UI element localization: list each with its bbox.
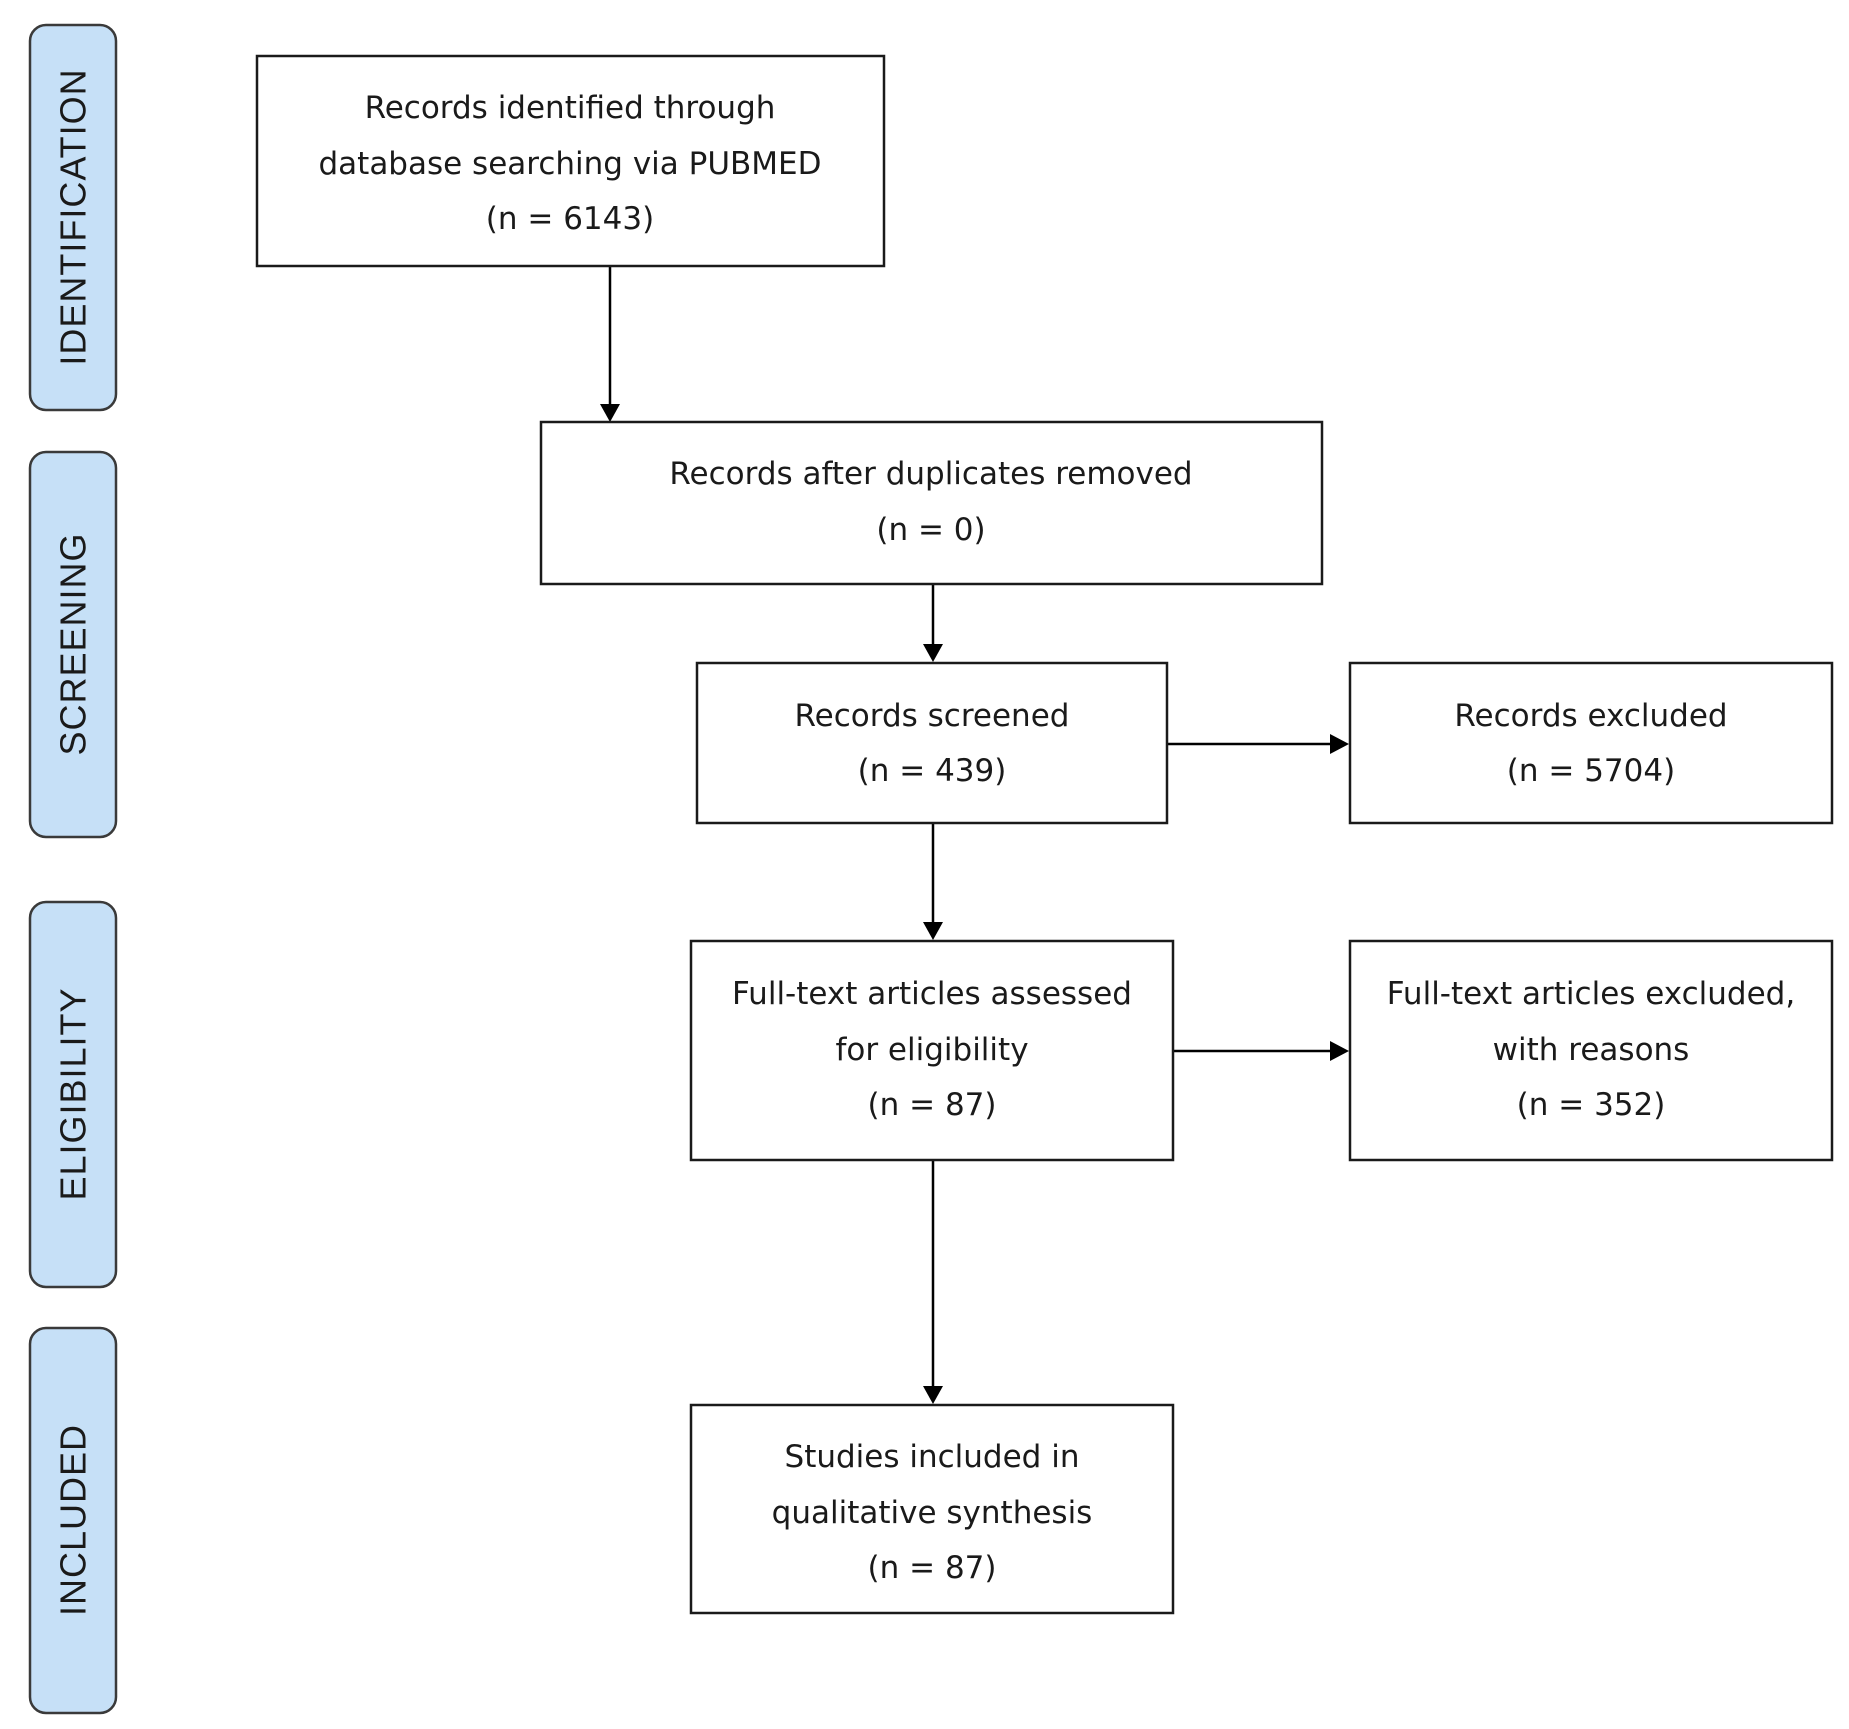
box-records-identified-frame [255, 54, 886, 268]
box-duplicates-removed: Records after duplicates removed (n = 0) [539, 420, 1324, 586]
stage-eligibility-label: ELIGIBILITY [53, 987, 94, 1200]
box-records-screened-frame [695, 661, 1169, 825]
box-records-screened-line1: Records screened [795, 698, 1070, 734]
stage-screening: SCREENING [28, 450, 118, 839]
box-records-identified: Records identified through database sear… [255, 54, 886, 268]
edges [600, 266, 1349, 1404]
stage-screening-tab [28, 450, 118, 839]
box-fulltext-excluded-line2: with reasons [1493, 1032, 1690, 1068]
stage-eligibility-tab [28, 900, 118, 1289]
box-studies-included: Studies included in qualitative synthesi… [689, 1403, 1175, 1615]
stage-included-label: INCLUDED [53, 1424, 94, 1616]
box-studies-included-frame [689, 1403, 1175, 1615]
box-duplicates-removed-count: (n = 0) [876, 512, 985, 548]
box-fulltext-excluded-line1: Full-text articles excluded, [1387, 976, 1795, 1012]
stage-identification: IDENTIFICATION [28, 23, 118, 412]
box-records-excluded-frame [1348, 661, 1834, 825]
box-records-identified-line1: Records identified through [365, 90, 776, 126]
box-records-excluded: Records excluded (n = 5704) [1348, 661, 1834, 825]
box-fulltext-excluded-frame [1348, 939, 1834, 1162]
arrowhead-screened-to-fulltext [923, 922, 943, 940]
box-records-screened: Records screened (n = 439) [695, 661, 1169, 825]
box-records-identified-line2: database searching via PUBMED [318, 146, 821, 182]
arrowhead-screened-to-excluded [1330, 734, 1349, 754]
stage-identification-tab [28, 23, 118, 412]
box-studies-included-line1: Studies included in [785, 1439, 1080, 1475]
arrowhead-fulltext-to-included [923, 1386, 943, 1404]
box-studies-included-count: (n = 87) [868, 1550, 997, 1586]
box-studies-included-line2: qualitative synthesis [772, 1495, 1093, 1531]
stage-included: INCLUDED [28, 1326, 118, 1715]
box-duplicates-removed-frame [539, 420, 1324, 586]
box-records-excluded-line1: Records excluded [1454, 698, 1727, 734]
box-fulltext-assessed: Full-text articles assessed for eligibil… [689, 939, 1175, 1162]
box-records-excluded-count: (n = 5704) [1507, 753, 1675, 789]
arrowhead-fulltext-to-fulltext-excluded [1330, 1041, 1349, 1061]
arrowhead-duplicates-to-screened [923, 644, 943, 662]
box-fulltext-excluded: Full-text articles excluded, with reason… [1348, 939, 1834, 1162]
box-fulltext-assessed-line2: for eligibility [835, 1032, 1028, 1068]
box-records-identified-count: (n = 6143) [486, 201, 654, 237]
stage-included-tab [28, 1326, 118, 1715]
stage-identification-label: IDENTIFICATION [53, 68, 94, 365]
box-records-screened-count: (n = 439) [858, 753, 1007, 789]
box-fulltext-excluded-count: (n = 352) [1517, 1087, 1666, 1123]
box-fulltext-assessed-count: (n = 87) [868, 1087, 997, 1123]
box-fulltext-assessed-frame [689, 939, 1175, 1162]
stage-screening-label: SCREENING [53, 532, 94, 755]
box-duplicates-removed-line1: Records after duplicates removed [669, 456, 1192, 492]
arrowhead-identified-to-duplicates [600, 404, 620, 422]
box-fulltext-assessed-line1: Full-text articles assessed [732, 976, 1132, 1012]
stage-eligibility: ELIGIBILITY [28, 900, 118, 1289]
